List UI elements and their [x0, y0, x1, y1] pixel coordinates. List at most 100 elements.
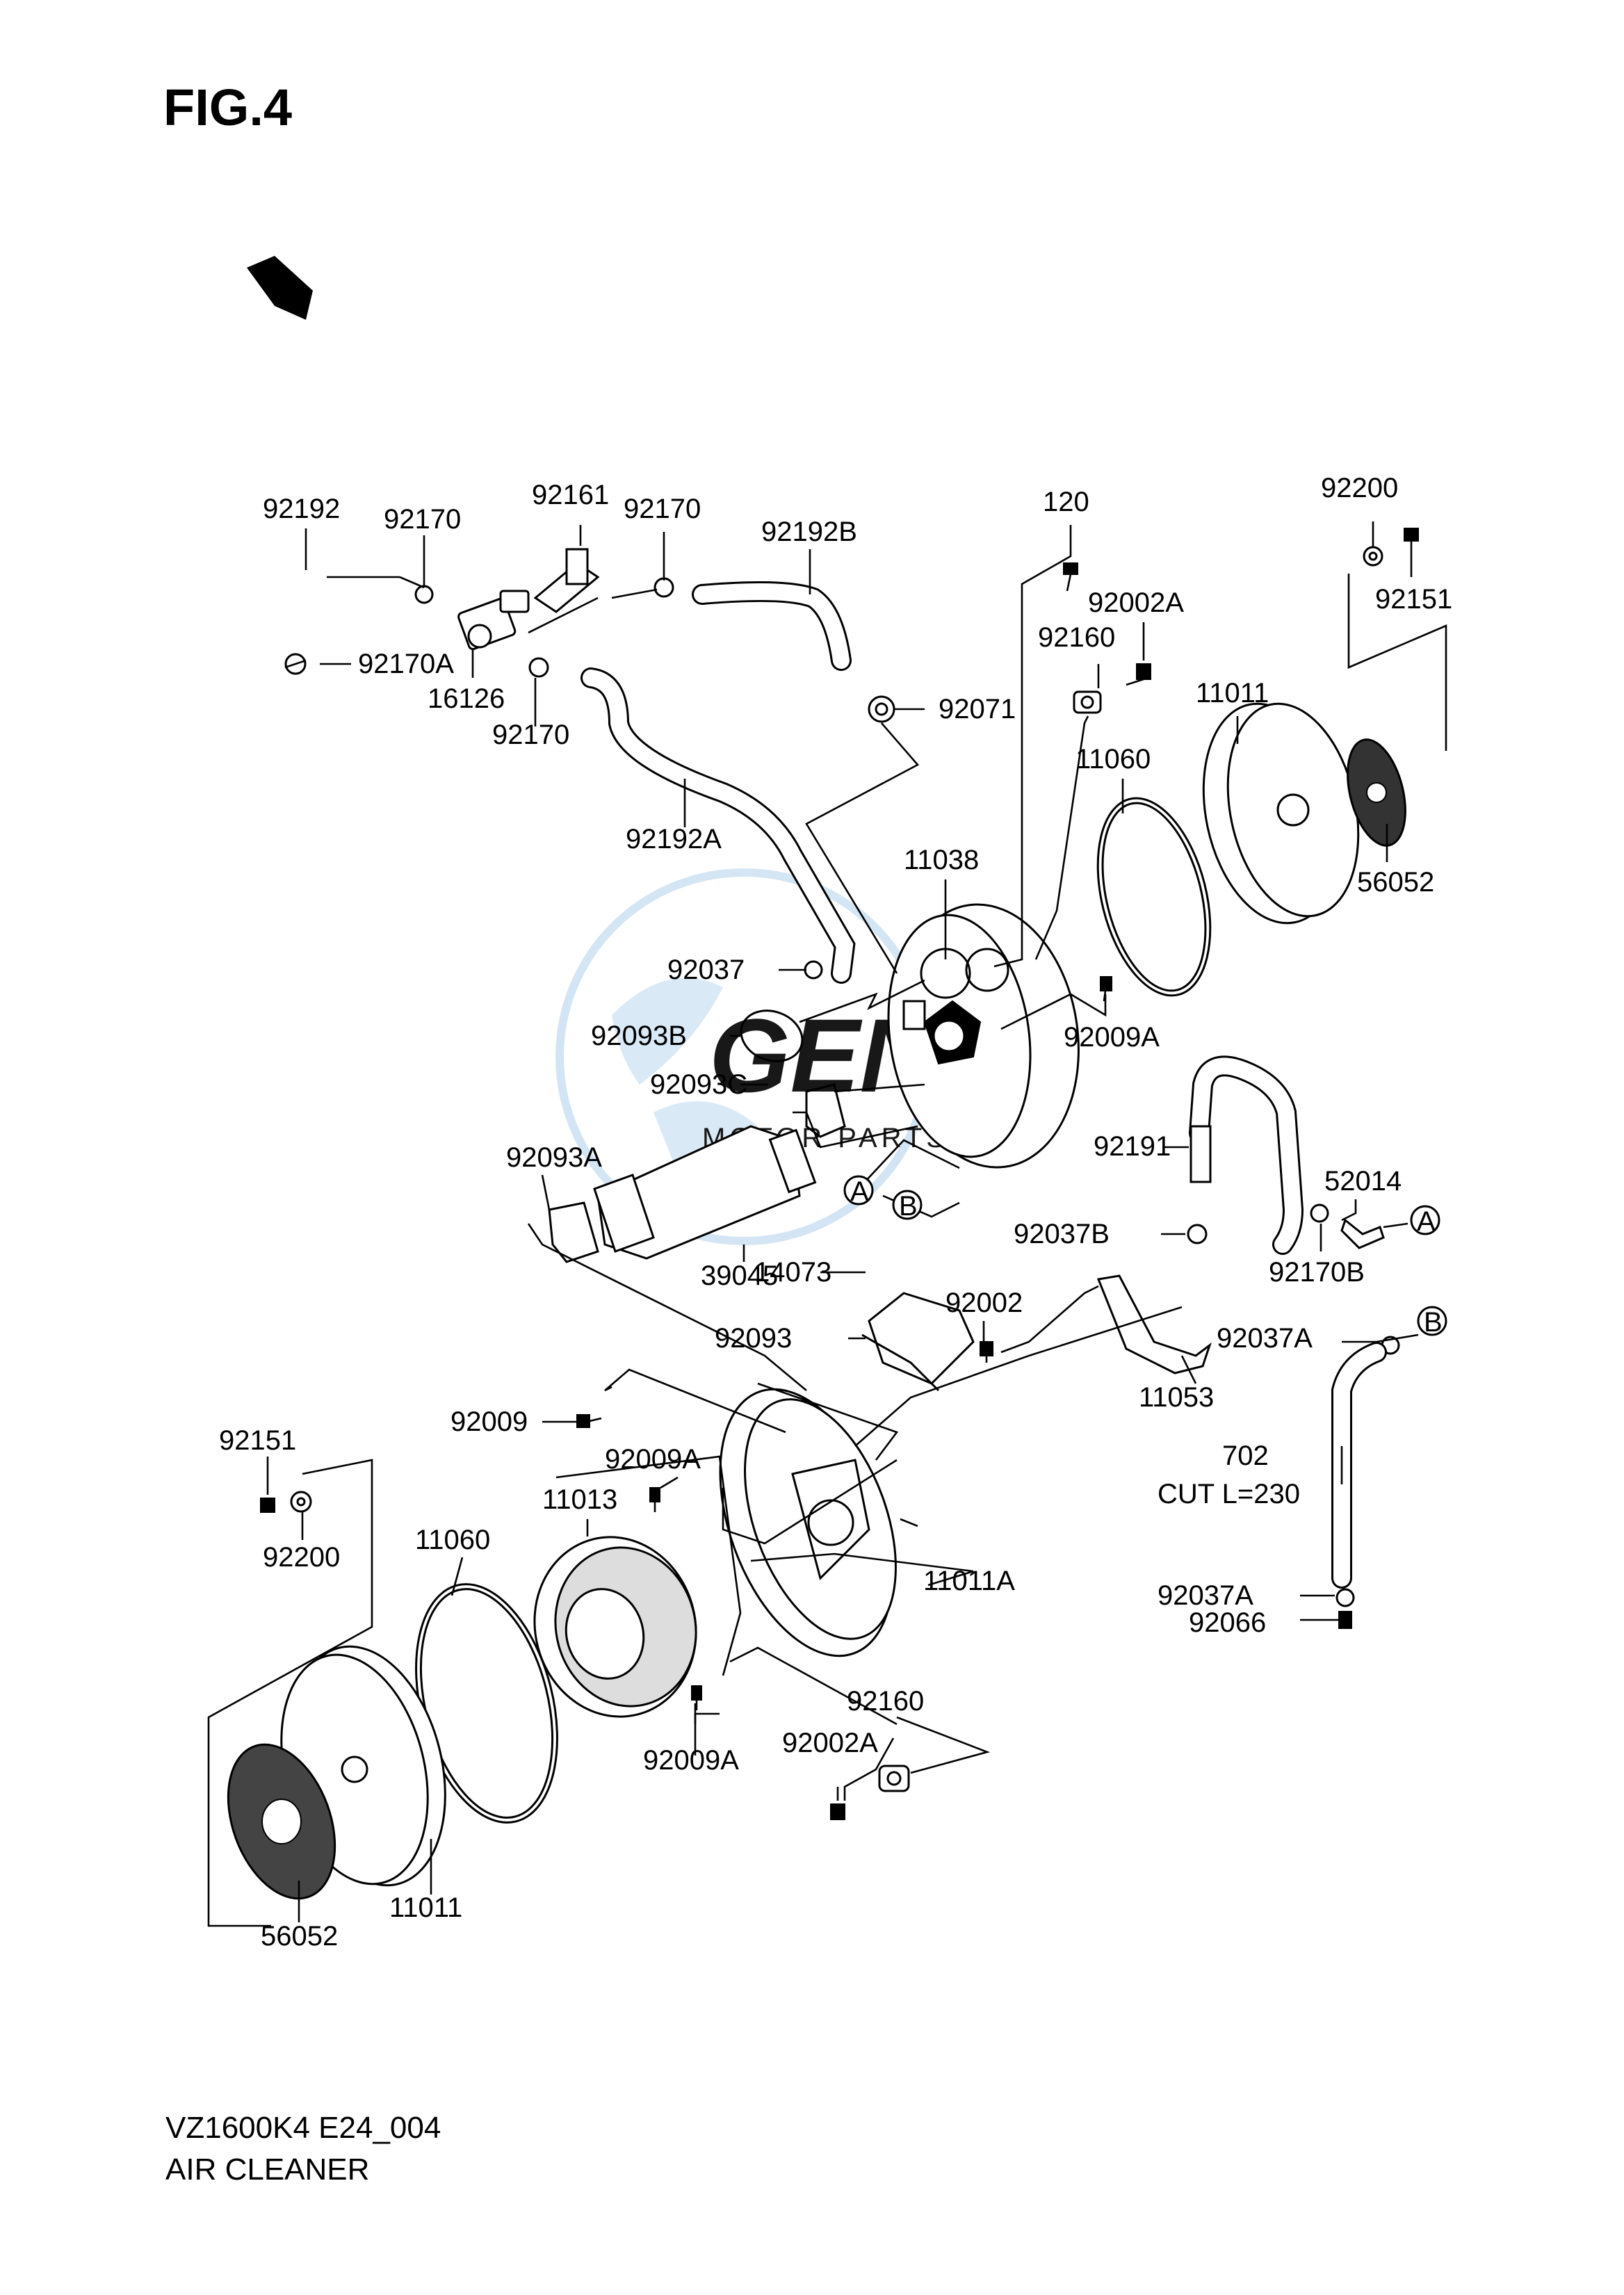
washer-92200-top: [1363, 546, 1383, 567]
base-11011a: [719, 1388, 897, 1657]
callout-92002: 92002: [945, 1288, 1023, 1318]
callout-92160: 92160: [1038, 622, 1115, 653]
marker-b-center: B: [892, 1190, 923, 1222]
callout-11053: 11053: [1139, 1382, 1214, 1413]
callout-11060: 11060: [1075, 744, 1151, 775]
gasket-92093: [861, 1333, 940, 1392]
callout-92170b: 92170B: [1269, 1257, 1365, 1288]
hose-92192b: [692, 581, 852, 671]
clamp-92170b: [1310, 1203, 1329, 1223]
clamp-92170a: [284, 653, 307, 675]
callout-92093b: 92093B: [591, 1021, 687, 1051]
callout-92170: 92170: [624, 494, 701, 524]
base-plate-11038: [887, 903, 1080, 1169]
fwd-arrow-icon: FWD: [247, 256, 313, 320]
hose-92191: [1189, 1055, 1304, 1255]
callout-92200: 92200: [1321, 473, 1398, 503]
callout-52014: 52014: [1324, 1166, 1402, 1197]
footer-model-code: VZ1600K4 E24_004: [165, 2111, 441, 2145]
bracket-11053: [1096, 1274, 1212, 1374]
callout-11013: 11013: [542, 1484, 617, 1515]
footer-section-name: AIR CLEANER: [165, 2152, 369, 2187]
leader-lines: [207, 521, 1447, 1927]
callout-56052: 56052: [261, 1921, 338, 1952]
callout-92151: 92151: [1375, 584, 1452, 615]
callout-92037: 92037: [667, 955, 745, 985]
bolt-92002a-top: [1126, 663, 1151, 686]
bolt-92009a-bot: [691, 1685, 702, 1710]
svg-text:A: A: [850, 1176, 869, 1207]
callout-92002a: 92002A: [1088, 587, 1184, 618]
clamp-92170-lower: [528, 657, 549, 678]
collar-92160-top: [1073, 690, 1102, 714]
callout-120: 120: [1043, 487, 1089, 517]
gasket-92093b: [740, 1009, 804, 1062]
callout-92192a: 92192A: [626, 824, 722, 854]
figure-title: FIG.4: [163, 79, 292, 136]
callout-39045: 39045: [701, 1260, 778, 1291]
collar-92160-bot: [878, 1765, 910, 1792]
bolt-120: [1063, 562, 1078, 592]
svg-text:B: B: [899, 1191, 918, 1222]
callout-92093c: 92093C: [650, 1069, 747, 1100]
gasket-92093a: [548, 1201, 599, 1263]
holder-14073: [868, 1292, 975, 1385]
callout-92037a: 92037A: [1158, 1580, 1253, 1611]
callout-92009: 92009: [450, 1406, 528, 1437]
callout-92170: 92170: [492, 720, 569, 750]
fitting-52014: [1340, 1218, 1385, 1249]
callout-92009a: 92009A: [605, 1444, 701, 1475]
clamp-92170-mid: [653, 577, 674, 598]
clamp-92037b: [1187, 1224, 1208, 1244]
screw-92151-bot: [260, 1498, 275, 1513]
callout-92170a: 92170A: [358, 649, 454, 679]
hose-92192a: [580, 667, 856, 984]
duct-39045: [593, 1125, 817, 1260]
callout-92009a: 92009A: [643, 1745, 739, 1776]
callout-92161: 92161: [532, 480, 609, 510]
callout-56052: 56052: [1357, 867, 1434, 898]
callout-92192b: 92192B: [761, 517, 857, 547]
callout-92151: 92151: [219, 1425, 296, 1456]
callout-14073: 14073: [754, 1257, 831, 1288]
callout-92066: 92066: [1189, 1607, 1266, 1638]
callout-92191: 92191: [1094, 1131, 1171, 1162]
bracket-92161: [533, 548, 600, 613]
callout-702: 702: [1222, 1441, 1269, 1471]
callout-11060: 11060: [415, 1525, 490, 1555]
callout-92160: 92160: [847, 1686, 924, 1717]
callout-92037a: 92037A: [1217, 1323, 1313, 1354]
callout-11011: 11011: [389, 1892, 462, 1923]
seal-ring-11060-top: [1096, 797, 1212, 997]
callout-92009a: 92009A: [1064, 1022, 1160, 1053]
callout-92093a: 92093A: [506, 1142, 602, 1173]
clamp-92037a-bot: [1335, 1588, 1355, 1607]
callout-cut-length: CUT L=230: [1158, 1479, 1300, 1509]
marker-a-center: A: [843, 1175, 874, 1207]
grommet-92071: [868, 695, 895, 723]
svg-text:B: B: [1424, 1307, 1443, 1338]
marker-b-right: B: [1417, 1306, 1447, 1338]
washer-92200-bot: [290, 1491, 312, 1513]
callout-92170: 92170: [384, 504, 461, 535]
hose-702: [1331, 1342, 1387, 1589]
callout-11038: 11038: [904, 845, 979, 875]
bolt-92009a-mid: [649, 1487, 660, 1512]
screw-92151-top: [1404, 528, 1419, 549]
plug-92066: [1338, 1611, 1352, 1629]
bolt-92009: [576, 1414, 602, 1428]
screen-56052-top: [1347, 738, 1406, 847]
filter-element-11013: [533, 1536, 697, 1718]
callout-11011a: 11011A: [923, 1566, 1015, 1596]
screen-56052-bot: [227, 1743, 336, 1900]
callout-92093: 92093: [715, 1323, 792, 1354]
callout-92002a: 92002A: [782, 1728, 878, 1758]
bolt-92002: [980, 1341, 993, 1363]
marker-a-right: A: [1410, 1205, 1440, 1237]
valve-16126: [457, 590, 530, 651]
callout-92071: 92071: [939, 694, 1016, 724]
svg-text:A: A: [1417, 1206, 1436, 1237]
hose-92192: [273, 567, 335, 648]
part-callouts: 92192 92170 92161 92170 92192B 92170A 16…: [219, 473, 1452, 1952]
